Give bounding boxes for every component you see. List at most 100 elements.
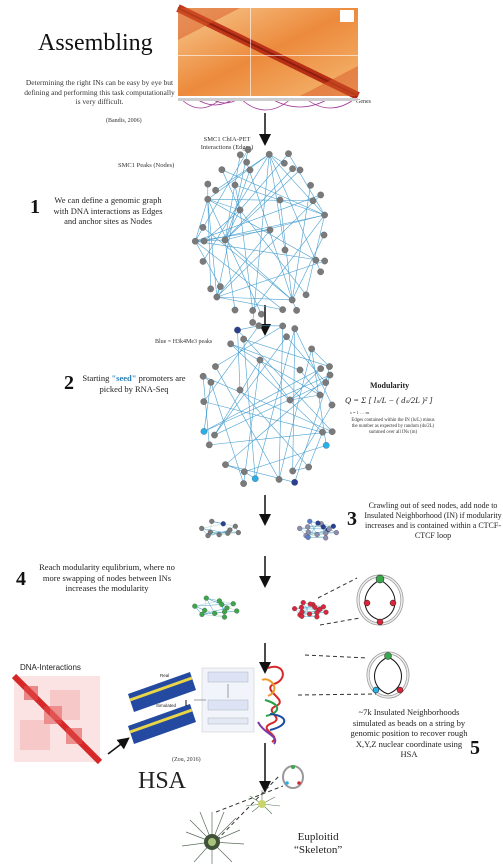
- graph-node: [279, 322, 287, 330]
- step-5-number: 5: [470, 737, 480, 759]
- graph-node: [276, 196, 284, 204]
- skeleton-label: Euploitid “Skeleton”: [294, 831, 342, 857]
- graph-edge: [243, 359, 261, 484]
- graph-edge: [203, 382, 212, 432]
- graph-edge: [224, 168, 293, 241]
- graph-node: [204, 195, 212, 203]
- step3-right-node: [297, 525, 303, 531]
- graph-node: [231, 306, 239, 314]
- graph-node: [326, 371, 334, 379]
- graph-edge: [294, 374, 331, 483]
- graph-node: [240, 335, 248, 343]
- step4-red-node: [298, 604, 304, 610]
- graph-node: [316, 391, 324, 399]
- graph-node: [212, 363, 219, 370]
- graph-edge: [224, 239, 293, 301]
- step-1-number: 1: [30, 196, 40, 218]
- graph-edge: [292, 404, 333, 472]
- graph-node: [236, 386, 244, 394]
- step4-green-node: [203, 595, 209, 601]
- step4-red-node: [300, 600, 306, 606]
- step4-red-node: [314, 614, 320, 620]
- intro-text: Determining the right INs can be easy by…: [24, 78, 175, 106]
- graph-edge: [207, 199, 211, 289]
- step3-right-node: [320, 524, 326, 530]
- step4-red-node: [312, 604, 318, 610]
- modularity-title: Modularity: [370, 381, 410, 390]
- step3-left-node: [199, 525, 205, 531]
- step3-right-node: [305, 524, 311, 530]
- graph-node: [322, 442, 330, 449]
- step-2-number: 2: [64, 372, 74, 394]
- graph-edge: [224, 154, 241, 241]
- graph-edge: [311, 348, 330, 367]
- graph-edge: [215, 366, 280, 480]
- modularity-caption: Edges contained within the IN (ls/L) min…: [351, 418, 435, 435]
- graph-edge: [292, 328, 296, 472]
- step-2-seed: "seed": [111, 373, 137, 383]
- step3-left-node: [207, 529, 213, 535]
- graph-edge: [286, 336, 326, 383]
- step4-green-node: [234, 608, 240, 614]
- graph2-nodes: [199, 322, 336, 487]
- graph-edge: [216, 296, 293, 301]
- skeleton-line-2: “Skeleton”: [294, 844, 343, 856]
- step4-red-node: [292, 606, 298, 612]
- graph-node: [212, 186, 219, 194]
- graph-edge: [224, 214, 325, 241]
- loop-icon-step5: [366, 651, 410, 699]
- graph-edge: [252, 214, 325, 311]
- graph-node: [291, 325, 299, 332]
- step3-left-node: [232, 523, 238, 529]
- graph-node: [200, 398, 208, 405]
- graph-edge: [237, 325, 259, 331]
- graph4-clusters: [192, 595, 329, 620]
- genes-label: Genes: [356, 99, 371, 105]
- skeleton-structure-large: [181, 811, 245, 864]
- step3-right-node: [323, 535, 329, 541]
- skeleton-line-1: Euploitid: [297, 831, 339, 843]
- graph-edge: [230, 343, 323, 433]
- edges-label: SMC1 ChIA-PET Interactions (Edges): [200, 136, 254, 151]
- hsa-label: HSA: [138, 768, 187, 794]
- step-5-text: ~7k Insulated Neighborhoods simulated as…: [350, 707, 468, 759]
- step-2-text-after: promoters are picked by RNA-Seq: [99, 373, 186, 394]
- graph-node: [312, 256, 320, 264]
- step-3-number: 3: [347, 508, 357, 530]
- step3-left-node: [225, 530, 231, 536]
- intro-citation: (Bandis, 2006): [106, 118, 142, 124]
- step3-left-node: [205, 533, 211, 539]
- graph-edge: [195, 239, 226, 242]
- graph-node: [207, 285, 215, 293]
- graph-edge: [259, 359, 291, 401]
- skeleton-structure-small: [245, 790, 281, 815]
- graph-node: [326, 363, 333, 370]
- graph-edge: [215, 325, 283, 367]
- graph-node: [227, 340, 234, 348]
- graph-edge: [216, 149, 249, 298]
- step3-right-node: [305, 529, 311, 535]
- step3-right-node: [333, 530, 339, 536]
- graph-edge: [203, 401, 323, 433]
- graph-node: [200, 428, 208, 435]
- graph-node: [218, 166, 226, 174]
- graph-edge: [269, 154, 325, 216]
- graph-edge: [207, 198, 313, 202]
- graph-edge: [230, 343, 321, 396]
- graph-node: [256, 356, 264, 364]
- graph-edge: [202, 227, 293, 301]
- page-title: Assembling: [38, 30, 153, 56]
- step3-left-edge: [210, 531, 239, 533]
- step3-right-edge: [307, 526, 334, 528]
- graph-node: [308, 345, 316, 353]
- graph-edge: [202, 376, 210, 445]
- step4-red-node: [307, 601, 313, 607]
- graph-edge: [202, 375, 333, 432]
- graph-node: [328, 428, 336, 436]
- graph-node: [280, 159, 288, 167]
- graph-edge: [268, 154, 321, 272]
- graph-node: [249, 307, 257, 314]
- graph-node: [258, 310, 265, 318]
- step4-green-node: [216, 598, 222, 604]
- graph-edge: [239, 153, 289, 211]
